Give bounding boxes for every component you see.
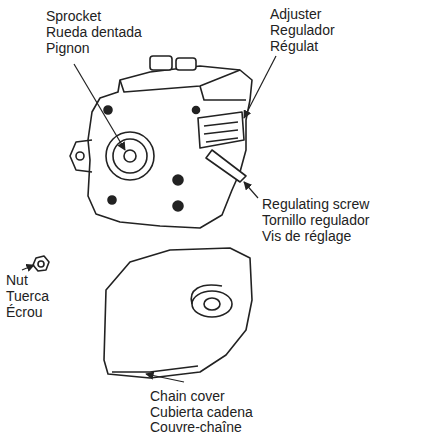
part-name-es: Tornillo regulador bbox=[262, 212, 369, 228]
part-name-es: Rueda dentada bbox=[46, 24, 142, 40]
part-name: Adjuster bbox=[270, 6, 321, 22]
part-name-es: Regulador bbox=[270, 22, 335, 38]
part-name-fr: Couvre-chaîne bbox=[150, 419, 242, 435]
part-name: Chain cover bbox=[150, 388, 225, 404]
part-name-es: Cubierta cadena bbox=[150, 404, 253, 420]
part-name-fr: Vis de réglage bbox=[262, 228, 351, 244]
part-name-fr: Écrou bbox=[6, 304, 43, 320]
part-name: Sprocket bbox=[46, 8, 101, 24]
part-name: Nut bbox=[6, 272, 28, 288]
part-name-fr: Régulat bbox=[270, 38, 318, 54]
part-name-fr: Pignon bbox=[46, 40, 90, 56]
part-name-es: Tuerca bbox=[6, 288, 49, 304]
part-name: Regulating screw bbox=[262, 196, 369, 212]
